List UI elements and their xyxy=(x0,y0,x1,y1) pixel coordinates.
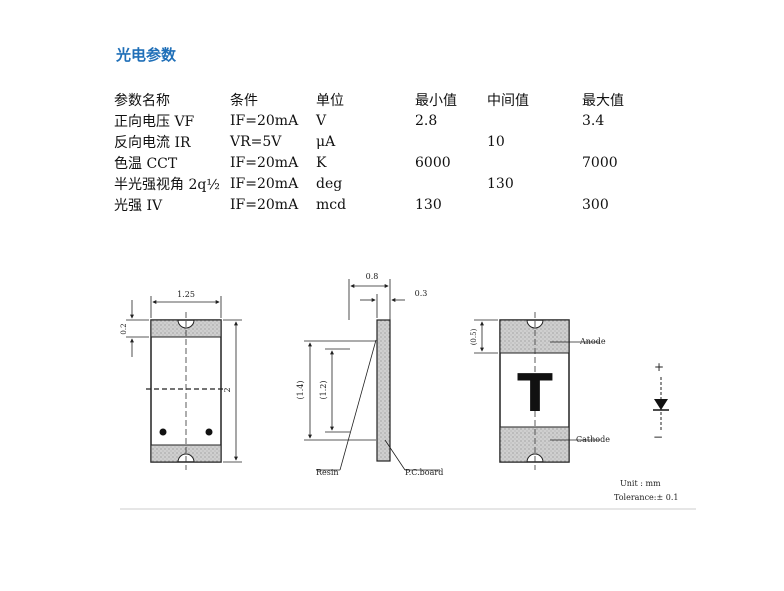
pc-board-label: P.C.board xyxy=(405,468,443,477)
table-cell: 反向电流 IR xyxy=(114,134,191,151)
plus-sign: + xyxy=(654,360,664,374)
front-top-pad xyxy=(150,319,222,338)
table-cell: 正向电压 VF xyxy=(114,113,195,130)
table-row: 半光强视角 2q½ IF=20mA deg 130 xyxy=(114,173,652,194)
table-cell: 7000 xyxy=(582,154,618,171)
column-header: 中间值 xyxy=(487,92,529,109)
cathode-label: Cathode xyxy=(576,435,610,444)
table-cell: μA xyxy=(316,133,336,150)
column-header: 单位 xyxy=(316,92,344,109)
table-cell: IF=20mA xyxy=(230,196,299,213)
top-pad-label: (0.5) xyxy=(470,328,478,345)
table-cell: deg xyxy=(316,175,343,192)
column-header: 最大值 xyxy=(582,92,624,109)
minus-sign: − xyxy=(653,430,663,444)
resin-label: Resin xyxy=(316,468,339,477)
diode-triangle xyxy=(654,399,668,410)
front-width-label: 1.25 xyxy=(177,290,195,299)
table-cell: 光强 IV xyxy=(114,197,163,214)
diode-symbol: + − xyxy=(653,360,669,444)
table-cell: K xyxy=(316,154,327,171)
front-pad-label: 0.2 xyxy=(120,323,128,334)
table-cell: 130 xyxy=(487,175,514,192)
table-cell: 10 xyxy=(487,133,505,150)
side-board-thickness-label: 0.3 xyxy=(415,289,428,298)
table-row: 正向电压 VF IF=20mA V 2.8 3.4 xyxy=(114,110,652,131)
table-row: 反向电流 IR VR=5V μA 10 xyxy=(114,131,652,152)
cathode-pad xyxy=(499,426,570,463)
table-cell: 3.4 xyxy=(582,112,605,129)
table-cell: 6000 xyxy=(415,154,451,171)
table-cell: 色温 CCT xyxy=(114,155,178,172)
section-title: 光电参数 xyxy=(116,46,177,64)
side-height-outer-label: (1.4) xyxy=(296,381,305,400)
table-cell: mcd xyxy=(316,196,347,213)
front-dot-left xyxy=(159,428,167,436)
front-bottom-pad xyxy=(150,444,222,463)
side-board xyxy=(376,319,391,462)
table-cell: V xyxy=(316,112,327,129)
table-cell: IF=20mA xyxy=(230,154,299,171)
side-thickness-label: 0.8 xyxy=(366,272,379,281)
side-height-inner-label: (1.2) xyxy=(319,381,328,400)
table-row: 光强 IV IF=20mA mcd 130 300 xyxy=(114,194,652,215)
table-cell: IF=20mA xyxy=(230,175,299,192)
front-dot-right xyxy=(205,428,213,436)
table-header-row: 参数名称 条件 单位 最小值 中间值 最大值 xyxy=(114,89,652,110)
side-view: 0.8 0.3 (1.4) (1.2) Resin P.C.board xyxy=(296,272,443,477)
front-view: 1.25 2 0.2 xyxy=(120,290,242,470)
column-header: 最小值 xyxy=(415,92,457,109)
table-row: 色温 CCT IF=20mA K 6000 7000 xyxy=(114,152,652,173)
table-cell: 300 xyxy=(582,196,609,213)
tolerance-note: Tolerance:± 0.1 xyxy=(614,493,678,502)
table-cell: 130 xyxy=(415,196,442,213)
column-header: 条件 xyxy=(230,92,258,109)
table-cell: 2.8 xyxy=(415,112,438,129)
front-length-label: 2 xyxy=(223,387,232,392)
parameters-table: 参数名称 条件 单位 最小值 中间值 最大值 正向电压 VF IF=20mA V… xyxy=(114,89,652,215)
column-header: 参数名称 xyxy=(114,92,170,109)
anode-label: Anode xyxy=(579,337,606,346)
table-cell: VR=5V xyxy=(230,133,282,150)
polarity-mark: T xyxy=(517,364,553,424)
top-view: T (0.5) Anode Cathode xyxy=(470,312,610,470)
unit-note: Unit : mm xyxy=(620,479,661,488)
table-cell: IF=20mA xyxy=(230,112,299,129)
table-cell: 半光强视角 2q½ xyxy=(114,176,220,193)
anode-pad xyxy=(499,319,570,354)
